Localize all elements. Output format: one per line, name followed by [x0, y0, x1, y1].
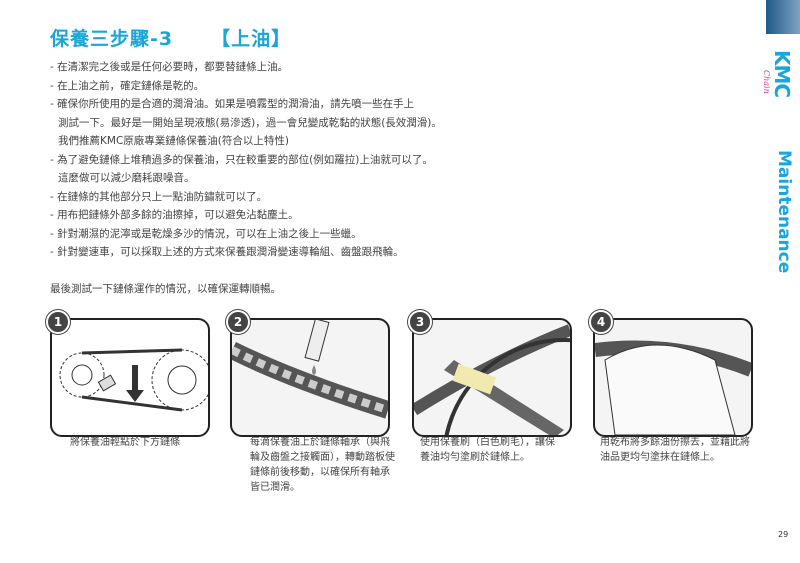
step-caption: 用乾布將多餘油份擦去，並藉此將油品更均勻塗抹在鏈條上。 — [600, 437, 750, 463]
chain-diagram-icon — [59, 348, 208, 412]
step-4-illustration — [593, 318, 753, 437]
step-3-illustration — [412, 318, 572, 437]
instruction-list: - 在清潔完之後或是任何必要時，都要替鏈條上油。 - 在上油之前，確定鏈條是乾的… — [50, 58, 442, 262]
step-2-illustration — [230, 318, 390, 437]
list-item: - 在清潔完之後或是任何必要時，都要替鏈條上油。 — [50, 61, 289, 73]
page-title: 保養三步驟-3 【上油】 — [50, 24, 291, 51]
list-item: - 用布把鏈條外部多餘的油擦掉，可以避免沾黏塵土。 — [50, 209, 299, 221]
header-band — [766, 0, 800, 34]
step-number: 2 — [226, 310, 250, 334]
brush-icon — [414, 324, 570, 435]
chain-oil-drop-icon — [232, 320, 388, 419]
list-item: 測試一下。最好是一開始呈現液態(易滲透)，過一會兒變成乾黏的狀態(長效潤滑)。 — [58, 116, 442, 129]
step-caption: 每滴保養油上於鏈條軸承（與飛輪及齒盤之接觸面），轉動踏板使鏈條前後移動，以確保所… — [250, 437, 395, 493]
chain-script-logo: Chain — [762, 70, 771, 94]
step-number: 1 — [46, 310, 70, 334]
step-number: 4 — [589, 310, 613, 334]
kmc-logo: KMC — [770, 50, 794, 98]
list-item: 我們推薦KMC原廠專業鏈條保養油(符合以上特性) — [58, 135, 289, 147]
step-1-illustration — [50, 318, 210, 437]
list-item: - 確保你所使用的是合適的潤滑油。如果是噴霧型的潤滑油，請先噴一些在手上 — [50, 98, 415, 110]
title-main: 保養三步驟-3 — [50, 28, 174, 50]
final-note: 最後測試一下鏈條運作的情況，以確保運轉順暢。 — [50, 283, 281, 295]
list-item: 這麼做可以減少磨耗跟噪音。 — [58, 172, 195, 184]
page-number: 29 — [778, 530, 789, 539]
list-item: - 針對變速車，可以採取上述的方式來保養跟潤滑變速導輪組、齒盤跟飛輪。 — [50, 246, 404, 258]
list-item: - 在鏈條的其他部分只上一點油防鏽就可以了。 — [50, 190, 268, 203]
list-item: - 在上油之前，確定鏈條是乾的。 — [50, 79, 205, 92]
list-item: - 為了避免鏈條上堆積過多的保養油，只在較重要的部位(例如羅拉)上油就可以了。 — [50, 153, 433, 166]
step-number: 3 — [408, 310, 432, 334]
title-sub: 【上油】 — [211, 28, 292, 50]
step-caption: 將保養油輕點於下方鏈條 — [70, 437, 180, 448]
cloth-wipe-icon — [595, 340, 751, 435]
list-item: - 針對潮濕的泥濘或是乾燥多沙的情況，可以在上油之後上一些蠟。 — [50, 227, 362, 240]
step-caption: 使用保養刷（白色刷毛），讓保養油均勻塗刷於鏈條上。 — [420, 437, 555, 463]
section-label: Maintenance — [774, 150, 794, 274]
